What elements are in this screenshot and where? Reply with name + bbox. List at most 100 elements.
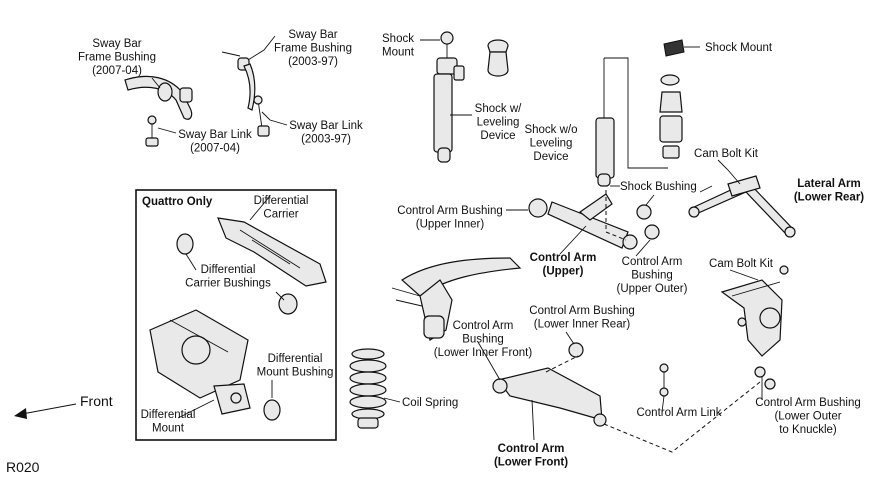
label-line: Frame Bushing <box>78 52 156 64</box>
label-line: (Upper) <box>543 266 584 278</box>
label-line: (Lower Rear) <box>794 192 864 204</box>
lower-control-arm-drawing <box>492 342 761 453</box>
label-control-arm-bushing-upper-inner: Control Arm Bushing (Upper Inner) <box>397 205 502 231</box>
label-line: Leveling <box>530 138 573 150</box>
label-line: Sway Bar Link <box>289 120 363 132</box>
label-line: (Lower Inner Rear) <box>534 319 631 331</box>
label-line: (2007-04) <box>190 143 240 155</box>
label-line: (Lower Front) <box>494 457 568 469</box>
label-line: Control Arm <box>530 252 597 264</box>
label-line: Front <box>80 393 113 409</box>
label-line: (Lower Outer <box>774 411 841 423</box>
label-line: Lateral Arm <box>797 178 861 190</box>
label-line: Sway Bar <box>92 38 141 50</box>
label-line: (2003-97) <box>288 56 338 68</box>
coil-spring-drawing <box>349 348 387 429</box>
label-control-arm-upper: Control Arm (Upper) <box>530 252 597 278</box>
label-line: Device <box>533 151 568 163</box>
label-line: Control Arm Bushing <box>529 305 634 317</box>
differential-drawing <box>149 309 249 399</box>
label-control-arm-lower-front: Control Arm (Lower Front) <box>494 443 568 469</box>
label-line: Shock Mount <box>705 42 773 54</box>
shock-mount-stack-drawing <box>659 39 685 159</box>
shock-without-leveling-drawing <box>595 57 668 187</box>
label-line: Shock w/ <box>475 103 522 115</box>
label-line: (Lower Inner Front) <box>434 347 533 359</box>
label-line: Bushing <box>631 270 673 282</box>
label-line: Sway Bar Link <box>178 129 252 141</box>
knuckle-drawing <box>391 257 522 341</box>
label-line: Shock w/o <box>524 124 577 136</box>
label-line: (Upper Outer) <box>617 283 688 295</box>
label-line: Control Arm <box>622 256 683 268</box>
label-cam-bolt-kit-bottom: Cam Bolt Kit <box>709 258 774 270</box>
label-line: Device <box>480 130 515 142</box>
label-line: Cam Bolt Kit <box>694 148 759 160</box>
label-line: Differential <box>268 353 323 365</box>
label-control-arm-link: Control Arm Link <box>636 407 721 419</box>
label-line: Shock <box>382 33 414 45</box>
label-line: Carrier Bushings <box>185 278 271 290</box>
sway-bar-2007-drawing <box>124 75 193 147</box>
label-line: to Knuckle) <box>779 424 837 436</box>
label-control-arm-bushing-lower-inner-rear: Control Arm Bushing (Lower Inner Rear) <box>529 305 634 331</box>
label-front: Front <box>80 393 113 409</box>
label-line: R020 <box>6 459 40 475</box>
lateral-arm-drawing <box>688 175 796 238</box>
label-quattro-only: Quattro Only <box>142 196 213 208</box>
label-line: Control Arm Bushing <box>755 397 860 409</box>
label-lateral-arm: Lateral Arm (Lower Rear) <box>794 178 864 204</box>
label-line: Carrier <box>263 209 298 221</box>
label-line: Sway Bar <box>288 29 337 41</box>
label-line: Bushing <box>462 334 504 346</box>
label-line: Mount Bushing <box>257 367 334 379</box>
front-arrow-icon <box>14 403 77 419</box>
label-line: (Upper Inner) <box>416 219 485 231</box>
label-line: Differential <box>201 264 256 276</box>
label-line: Control Arm Link <box>636 407 721 419</box>
label-line: Shock Bushing <box>620 181 697 193</box>
quattro-only-box <box>135 189 337 441</box>
label-line: Cam Bolt Kit <box>709 258 774 270</box>
label-line: Quattro Only <box>142 196 213 208</box>
label-line: Control Arm <box>453 320 514 332</box>
control-arm-link-drawing <box>659 363 669 397</box>
label-shock-bushing: Shock Bushing <box>620 181 697 193</box>
label-sway-bar-link-2003: Sway Bar Link (2003-97) <box>289 120 363 146</box>
label-line: Differential <box>141 409 196 421</box>
label-line: Frame Bushing <box>274 43 352 55</box>
label-line: Mount <box>382 47 415 59</box>
upper-control-arm-drawing <box>528 190 660 250</box>
label-coil-spring: Coil Spring <box>402 397 458 409</box>
differential-mount-drawing <box>213 383 281 421</box>
label-shock-mount-right: Shock Mount <box>705 42 773 54</box>
rear-knuckle-drawing <box>720 265 789 390</box>
label-sway-bar-link-2007: Sway Bar Link (2007-04) <box>178 129 252 155</box>
label-line: Control Arm <box>498 443 565 455</box>
label-cam-bolt-kit-top: Cam Bolt Kit <box>694 148 759 160</box>
label-line: Leveling <box>477 117 520 129</box>
sway-bar-2003-drawing <box>221 51 270 137</box>
label-line: (2003-97) <box>301 134 351 146</box>
shock-with-leveling-drawing <box>433 31 509 163</box>
label-line: (2007-04) <box>92 65 142 77</box>
label-line: Differential <box>254 195 309 207</box>
label-line: Mount <box>152 423 185 435</box>
label-line: Coil Spring <box>402 397 458 409</box>
differential-carrier-drawing <box>176 217 327 315</box>
label-line: Control Arm Bushing <box>397 205 502 217</box>
leader-lines <box>151 35 763 441</box>
